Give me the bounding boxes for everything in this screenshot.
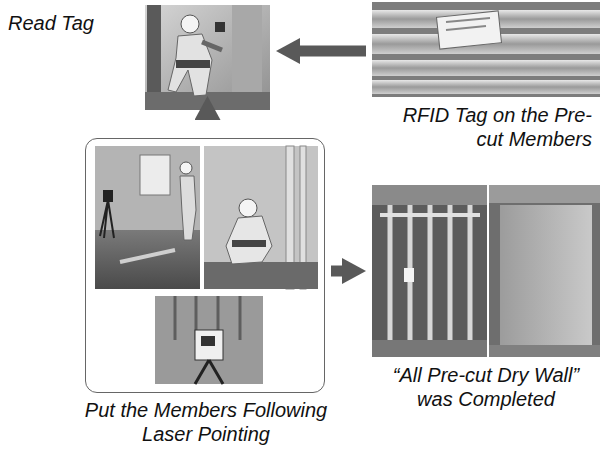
tripod-photo [95,146,200,289]
laser-device-photo [155,296,263,384]
photo-node: RFID Tag on the Pre-cut Members [372,2,600,97]
photo-node: Read Tag [145,5,270,110]
rfid-tag-photo [372,2,600,97]
step-caption: “All Pre-cut Dry Wall” was Completed [375,363,597,411]
flow-arrow [202,114,213,116]
worker-photo [145,5,270,110]
step-caption: Put the Members Following Laser Pointing [75,398,337,446]
drywall-photo [489,185,600,357]
photo-node: “All Pre-cut Dry Wall” was Completed [372,185,600,357]
flow-arrow [331,266,348,277]
step-heading: Read Tag [8,11,94,35]
crouching-worker-photo [204,146,318,289]
group-box: Put the Members Following Laser Pointing [85,138,325,393]
studs-photo [372,185,487,357]
step-caption: RFID Tag on the Pre-cut Members [402,103,592,151]
flow-arrow [294,46,366,57]
